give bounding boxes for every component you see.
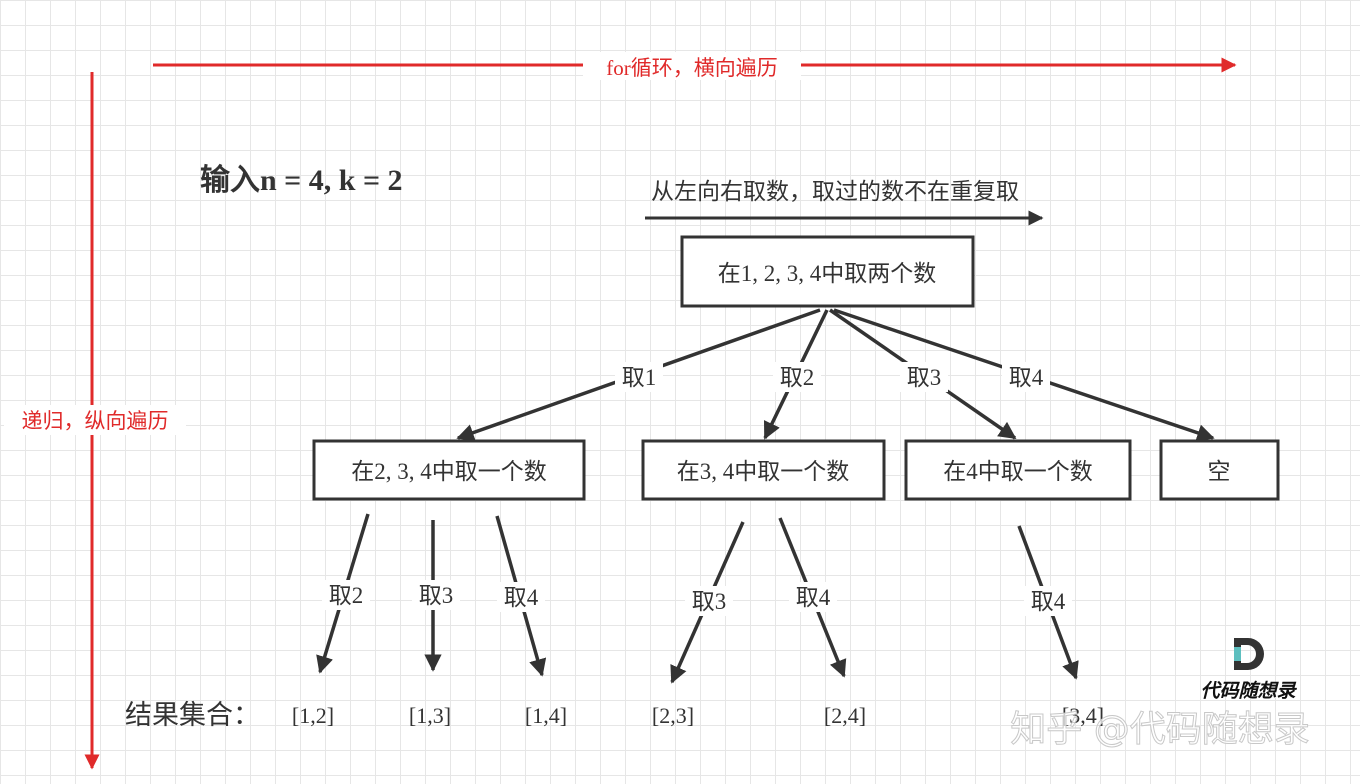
edge-label-bg (497, 582, 545, 612)
node-empty-label: 空 (1208, 459, 1231, 484)
edge-label-bg (412, 580, 460, 610)
result-item: [1,3] (409, 703, 451, 728)
edge-label-bg (900, 362, 948, 392)
edge-label-bg (1024, 586, 1072, 616)
edge-label-bg (789, 582, 837, 612)
edge-label-take-2: 取2 (780, 365, 815, 390)
result-item: [2,4] (824, 703, 866, 728)
edge-label-take-4: 取4 (1009, 365, 1044, 390)
vertical-axis-label: 递归，纵向遍历 (22, 409, 169, 433)
edge-label-bg (773, 362, 821, 392)
edge-label-3-take-4: 取4 (1031, 589, 1066, 614)
logo-mark-accent (1234, 647, 1241, 661)
result-item: [3,4] (1062, 703, 1104, 728)
input-label: 输入n = 4, k = 2 (200, 164, 403, 197)
edge-label-bg (615, 362, 663, 392)
direction-note: 从左向右取数，取过的数不在重复取 (651, 179, 1019, 204)
edge-label-1-take-4: 取4 (504, 585, 539, 610)
vertical-axis-label-bg (4, 405, 186, 435)
result-item: [2,3] (652, 703, 694, 728)
edge-label-bg (322, 580, 370, 610)
edge-label-bg (685, 586, 733, 616)
horizontal-axis-label: for循环，横向遍历 (606, 56, 778, 80)
root-node-box (680, 235, 975, 308)
node-from-4-box (904, 439, 1132, 501)
results-label: 结果集合： (125, 700, 260, 730)
result-item: [1,4] (525, 703, 567, 728)
edge-label-1-take-2: 取2 (329, 583, 364, 608)
watermark: 知乎 @代码随想录 (1010, 709, 1309, 750)
node-empty-box (1159, 439, 1280, 501)
node-from-4-label: 在4中取一个数 (943, 459, 1093, 484)
node-from-2-3-4-box (312, 439, 586, 501)
edge-label-take-1: 取1 (622, 365, 657, 390)
node-from-2-3-4-label: 在2, 3, 4中取一个数 (351, 459, 547, 484)
logo-text: 代码随想录 (1200, 680, 1297, 702)
edge-label-take-3: 取3 (907, 365, 942, 390)
horizontal-axis-label-bg (583, 52, 801, 80)
root-node-label: 在1, 2, 3, 4中取两个数 (718, 261, 937, 286)
logo: 代码随想录 (1200, 638, 1297, 702)
result-item: [1,2] (292, 703, 334, 728)
node-from-3-4-box (641, 439, 886, 501)
node-from-3-4-label: 在3, 4中取一个数 (677, 459, 850, 484)
edge-label-2-take-4: 取4 (796, 585, 831, 610)
logo-mark-curve (1241, 638, 1264, 670)
edge-label-bg (1002, 362, 1050, 392)
edge-label-2-take-3: 取3 (692, 589, 727, 614)
edge-label-1-take-3: 取3 (419, 583, 454, 608)
